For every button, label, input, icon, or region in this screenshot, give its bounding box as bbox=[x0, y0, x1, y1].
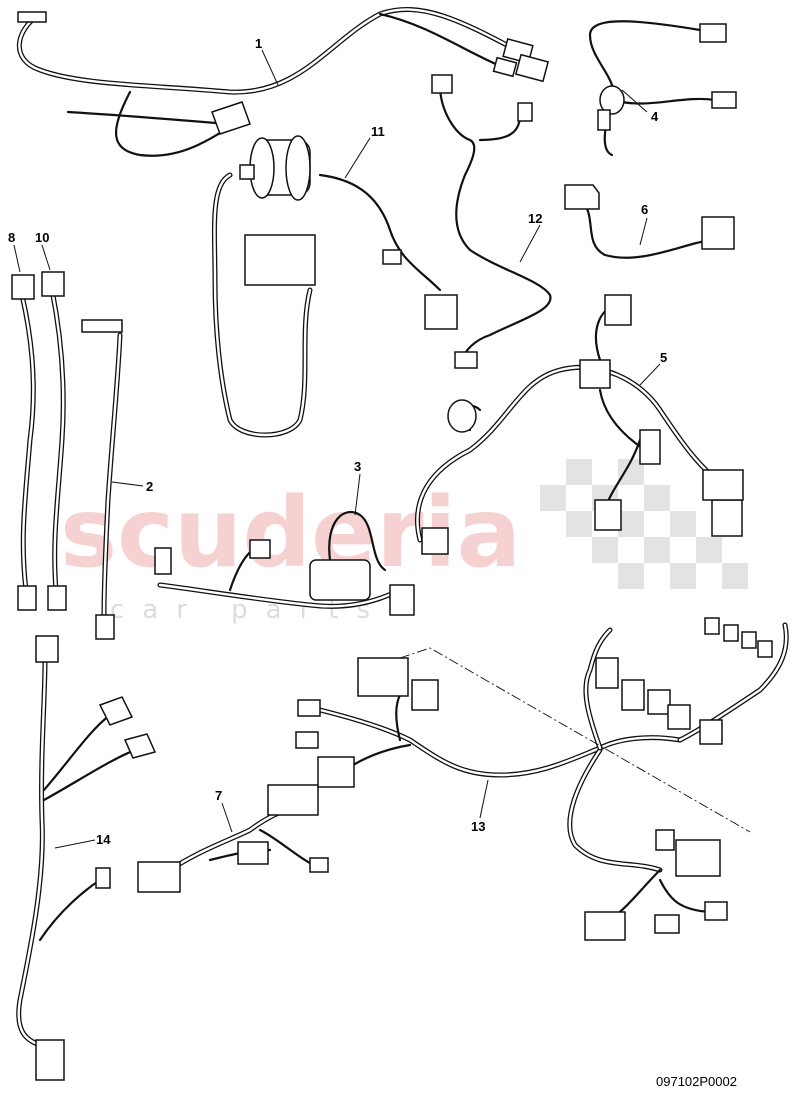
part-label-10: 10 bbox=[35, 230, 49, 245]
diagram-code: 097102P0002 bbox=[656, 1074, 737, 1089]
harness-part-10 bbox=[41, 271, 67, 611]
part-label-11: 11 bbox=[371, 124, 385, 139]
part-label-14: 14 bbox=[96, 832, 111, 847]
harness-part-7 bbox=[137, 784, 329, 893]
part-label-7: 7 bbox=[215, 788, 222, 803]
harness-part-6 bbox=[564, 184, 735, 259]
harness-part-12 bbox=[431, 74, 552, 369]
part-label-3: 3 bbox=[354, 459, 361, 474]
harness-part-13 bbox=[295, 617, 789, 941]
part-label-4: 4 bbox=[651, 109, 659, 124]
harness-part-1 bbox=[16, 6, 550, 157]
part-label-13: 13 bbox=[471, 819, 485, 834]
harness-part-14 bbox=[16, 635, 157, 1081]
harness-part-4 bbox=[588, 20, 737, 157]
leader-lines bbox=[13, 49, 661, 849]
harness-part-5 bbox=[414, 294, 744, 555]
part-label-2: 2 bbox=[146, 479, 153, 494]
part-label-6: 6 bbox=[641, 202, 648, 217]
part-label-8: 8 bbox=[8, 230, 15, 245]
watermark-brand: scuderia bbox=[60, 477, 521, 589]
part-labels: 1 4 11 12 6 8 10 2 5 3 7 13 14 bbox=[8, 36, 667, 847]
harness-part-2 bbox=[81, 319, 123, 640]
part-label-1: 1 bbox=[255, 36, 262, 51]
part-label-5: 5 bbox=[660, 350, 667, 365]
harness-part-8 bbox=[11, 274, 37, 611]
part-label-12: 12 bbox=[528, 211, 542, 226]
harness-part-11 bbox=[211, 135, 458, 438]
harness-part-3 bbox=[154, 510, 415, 616]
